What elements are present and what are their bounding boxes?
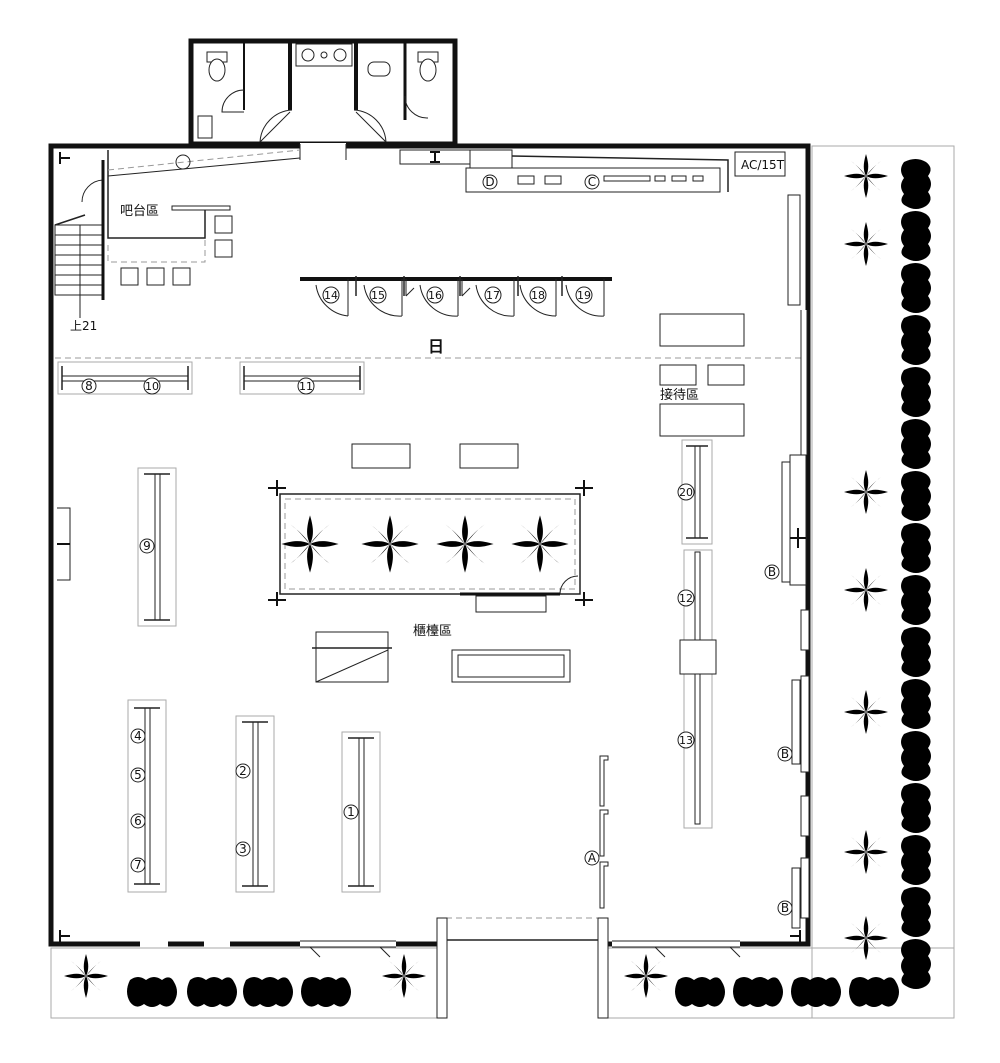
- toilet-icon: [417, 51, 439, 82]
- right-planter-border: [811, 145, 955, 1019]
- svg-text:7: 7: [134, 858, 142, 872]
- sink-icon: [295, 43, 353, 67]
- rack-1: [358, 737, 365, 887]
- svg-text:A: A: [588, 851, 597, 865]
- rack-9: [154, 473, 161, 621]
- bar-area-label: 吧台區: [120, 204, 159, 219]
- stair-note: 上21: [70, 319, 97, 333]
- hedge-row-right: [901, 159, 931, 989]
- svg-text:9: 9: [143, 539, 151, 553]
- marker-13: 13: [677, 731, 695, 749]
- back-counter: [465, 167, 721, 193]
- rack-8-10: [61, 375, 189, 382]
- door-swing-icon: [221, 89, 429, 143]
- cashier-counter: [315, 631, 389, 683]
- marker-15: 15: [369, 286, 387, 304]
- counter-area-label: 櫃檯區: [413, 624, 452, 639]
- rack-20: [694, 445, 701, 539]
- svg-text:B: B: [768, 565, 776, 579]
- marker-14: 14: [322, 286, 340, 304]
- marker-6: 6: [130, 813, 146, 829]
- marker-D: D: [482, 174, 498, 190]
- marker-8: 8: [81, 378, 97, 394]
- marker-B: B: [764, 564, 780, 580]
- svg-text:1: 1: [347, 805, 355, 819]
- marker-7: 7: [130, 857, 146, 873]
- marker-5: 5: [130, 767, 146, 783]
- toilet-icon: [206, 51, 228, 82]
- svg-text:B: B: [781, 747, 789, 761]
- marker-18: 18: [529, 286, 547, 304]
- svg-text:2: 2: [239, 764, 247, 778]
- svg-text:11: 11: [299, 380, 313, 393]
- marker-12: 12: [677, 589, 695, 607]
- restroom-wall: [188, 38, 458, 147]
- staircase: [54, 160, 105, 318]
- ac-tag: AC/15T: [741, 158, 785, 172]
- svg-text:B: B: [781, 901, 789, 915]
- marker-B: B: [777, 746, 793, 762]
- svg-text:6: 6: [134, 814, 142, 828]
- svg-text:18: 18: [531, 289, 545, 302]
- marker-19: 19: [575, 286, 593, 304]
- svg-text:20: 20: [679, 486, 693, 499]
- bar-counter-outline: [107, 150, 206, 239]
- marker-2: 2: [235, 763, 251, 779]
- urinal-icon: [367, 61, 391, 77]
- reception-desk: [659, 313, 745, 347]
- hedge-row-bottom: [127, 977, 899, 1007]
- central-planter: [279, 493, 581, 595]
- svg-text:D: D: [485, 175, 494, 189]
- marker-11: 11: [297, 377, 315, 395]
- reception-area-label: 接待區: [660, 387, 699, 403]
- svg-text:4: 4: [134, 729, 142, 743]
- svg-text:13: 13: [679, 734, 693, 747]
- svg-text:16: 16: [428, 289, 442, 302]
- marker-16: 16: [426, 286, 444, 304]
- rack-2-3: [252, 721, 259, 887]
- svg-text:C: C: [588, 175, 596, 189]
- svg-text:5: 5: [134, 768, 142, 782]
- marker-B: B: [777, 900, 793, 916]
- svg-text:12: 12: [679, 592, 693, 605]
- marker-20: 20: [677, 483, 695, 501]
- rack-4-7: [144, 707, 151, 885]
- main-building-wall: [48, 143, 811, 947]
- sink-icon: [175, 154, 191, 170]
- marker-4: 4: [130, 728, 146, 744]
- svg-text:10: 10: [145, 380, 159, 393]
- marker-9: 9: [139, 538, 155, 554]
- svg-text:14: 14: [324, 289, 338, 302]
- marker-10: 10: [143, 377, 161, 395]
- marker-C: C: [584, 174, 600, 190]
- svg-text:8: 8: [85, 379, 93, 393]
- svg-text:15: 15: [371, 289, 385, 302]
- marker-1: 1: [343, 804, 359, 820]
- fitting-room-doors: [315, 276, 605, 317]
- rack-12-13: [694, 551, 701, 825]
- svg-text:17: 17: [486, 289, 500, 302]
- svg-text:3: 3: [239, 842, 247, 856]
- svg-text:19: 19: [577, 289, 591, 302]
- marker-17: 17: [484, 286, 502, 304]
- ac-tag-box: [734, 151, 786, 177]
- marker-A: A: [584, 850, 600, 866]
- entrance-mark: 日: [428, 337, 444, 356]
- marker-3: 3: [235, 841, 251, 857]
